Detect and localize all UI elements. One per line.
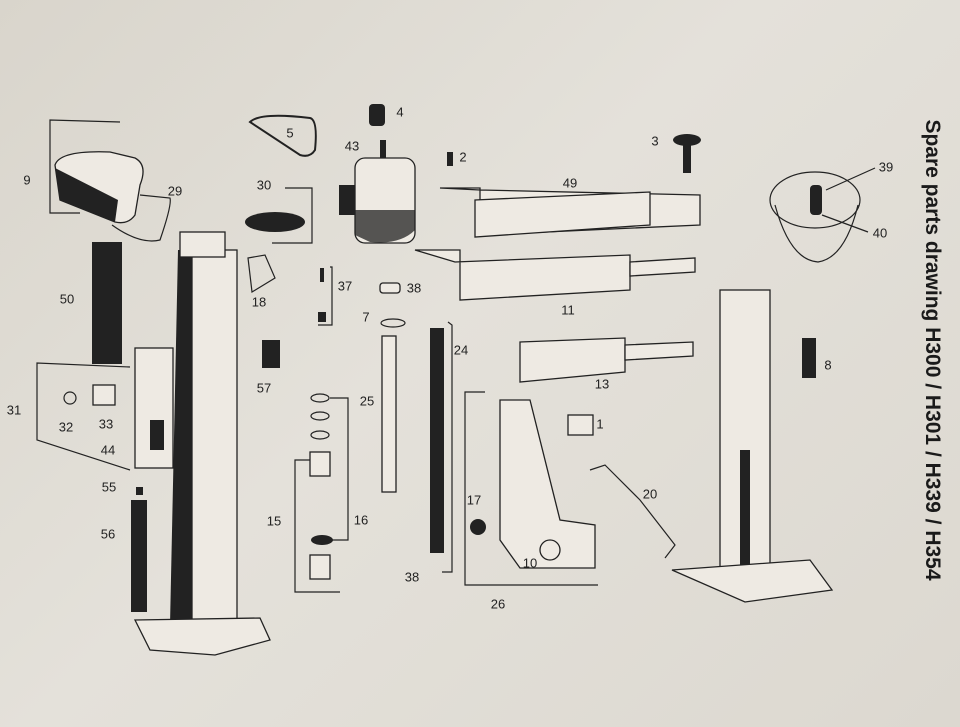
part-label-8: 8: [824, 357, 832, 373]
part-label-33: 33: [98, 416, 114, 432]
part-39-40-pulley-assembly: [769, 167, 876, 263]
part-label-57: 57: [256, 380, 272, 396]
part-8-sticker: [802, 338, 816, 378]
part-label-17: 17: [466, 492, 482, 508]
part-57-switch: [262, 340, 280, 368]
part-label-7: 7: [362, 309, 370, 325]
part-label-56: 56: [100, 526, 116, 542]
part-3-knob: [673, 134, 701, 173]
part-20-arm-stop: [589, 464, 676, 559]
part-label-44: 44: [100, 442, 116, 458]
part-label-32: 32: [58, 419, 74, 435]
part-31-control-box: [36, 347, 174, 471]
part-label-37: 37: [337, 278, 353, 294]
part-label-43: 43: [344, 138, 360, 154]
part-label-25: 25: [359, 393, 375, 409]
part-label-2: 2: [459, 149, 467, 165]
part-37-bolt-set: [318, 266, 333, 326]
part-15-16-nut-assembly: [294, 393, 349, 593]
part-label-26: 26: [490, 596, 506, 612]
part-7-washer: [380, 318, 406, 328]
part-2-bolt: [447, 152, 453, 166]
part-label-55: 55: [101, 479, 117, 495]
part-25-spindle: [381, 335, 397, 493]
part-24-strip: [430, 321, 453, 573]
part-label-49: 49: [562, 175, 578, 191]
part-13-arm: [519, 337, 694, 383]
part-label-20: 20: [642, 486, 658, 502]
part-49-arm: [439, 187, 701, 238]
part-43-motor: [339, 140, 416, 244]
part-4-pulley: [369, 104, 385, 126]
part-55-sticker: [136, 487, 143, 495]
part-label-50: 50: [59, 291, 75, 307]
part-label-10: 10: [522, 555, 538, 571]
part-1-block: [567, 414, 594, 436]
part-label-38-nut: 38: [406, 280, 422, 296]
part-label-40: 40: [872, 225, 888, 241]
drawing-title: Spare parts drawing H300 / H301 / H339 /…: [921, 119, 944, 581]
left-column: [133, 231, 271, 656]
part-26-carriage: [464, 391, 598, 586]
part-50-cover-plate: [92, 242, 122, 364]
part-label-24: 24: [453, 342, 469, 358]
part-label-38-bushing: 38: [404, 569, 420, 585]
part-label-29: 29: [167, 183, 183, 199]
part-18-bracket: [247, 254, 276, 293]
part-label-13: 13: [594, 376, 610, 392]
part-56-cover-strip: [131, 500, 147, 612]
part-label-1: 1: [596, 416, 604, 432]
part-label-3: 3: [651, 133, 659, 149]
part-30-disc: [245, 212, 305, 232]
part-label-15: 15: [266, 513, 282, 529]
part-11-arm: [414, 249, 696, 301]
part-5-belt: [248, 114, 317, 157]
right-column: [671, 289, 834, 603]
part-label-18: 18: [251, 294, 267, 310]
part-label-4: 4: [396, 104, 404, 120]
part-label-11: 11: [561, 302, 575, 318]
part-38-nut: [379, 282, 401, 294]
part-label-31: 31: [6, 402, 22, 418]
part-label-30: 30: [256, 177, 272, 193]
part-label-5: 5: [286, 125, 294, 141]
part-label-39: 39: [878, 159, 894, 175]
part-9-cover: [49, 119, 171, 242]
part-label-9: 9: [23, 172, 31, 188]
part-label-16: 16: [353, 512, 369, 528]
